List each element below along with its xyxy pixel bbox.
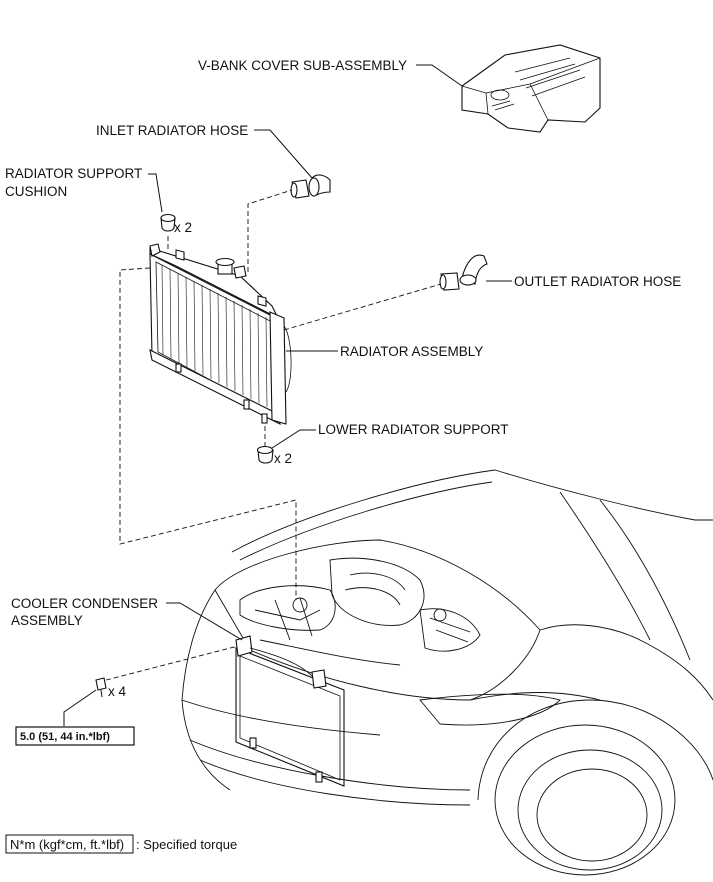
legend-description: : Specified torque (136, 837, 237, 852)
label-condenser-line1: COOLER CONDENSER (11, 596, 158, 611)
v-bank-cover-illustration (461, 44, 601, 133)
qty-bolt: x 4 (108, 684, 127, 699)
torque-spec-box: 5.0 (51, 44 in.*lbf) (15, 726, 135, 746)
label-radiator-assembly: RADIATOR ASSEMBLY (340, 344, 483, 359)
legend: N*m (kgf*cm, ft.*lbf) : Specified torque (5, 834, 237, 854)
label-lower-support: LOWER RADIATOR SUPPORT (318, 422, 509, 437)
label-v-bank-cover: V-BANK COVER SUB-ASSEMBLY (198, 58, 407, 73)
label-outlet-hose: OUTLET RADIATOR HOSE (514, 274, 681, 289)
torque-value: 5.0 (51, 44 in.*lbf) (20, 731, 110, 743)
alignment-lines (105, 189, 442, 681)
qty-lower-support: x 2 (274, 451, 292, 466)
qty-cushion: x 2 (174, 220, 192, 235)
radiator-illustration (149, 243, 292, 425)
condenser-illustration (235, 635, 345, 787)
inlet-hose-illustration (290, 174, 331, 199)
vehicle-body-illustration (181, 469, 713, 876)
outlet-hose-illustration (439, 254, 488, 291)
label-condenser-line2: ASSEMBLY (11, 613, 83, 628)
leader-lines (63, 64, 512, 726)
label-inlet-hose: INLET RADIATOR HOSE (96, 123, 248, 138)
support-cushion-illustration (160, 213, 176, 232)
label-support-cushion-line2: CUSHION (5, 184, 67, 199)
legend-unit: N*m (kgf*cm, ft.*lbf) (10, 837, 124, 852)
bolt-illustration (95, 677, 107, 698)
label-support-cushion-line1: RADIATOR SUPPORT (5, 166, 142, 181)
lower-support-illustration (256, 445, 274, 464)
